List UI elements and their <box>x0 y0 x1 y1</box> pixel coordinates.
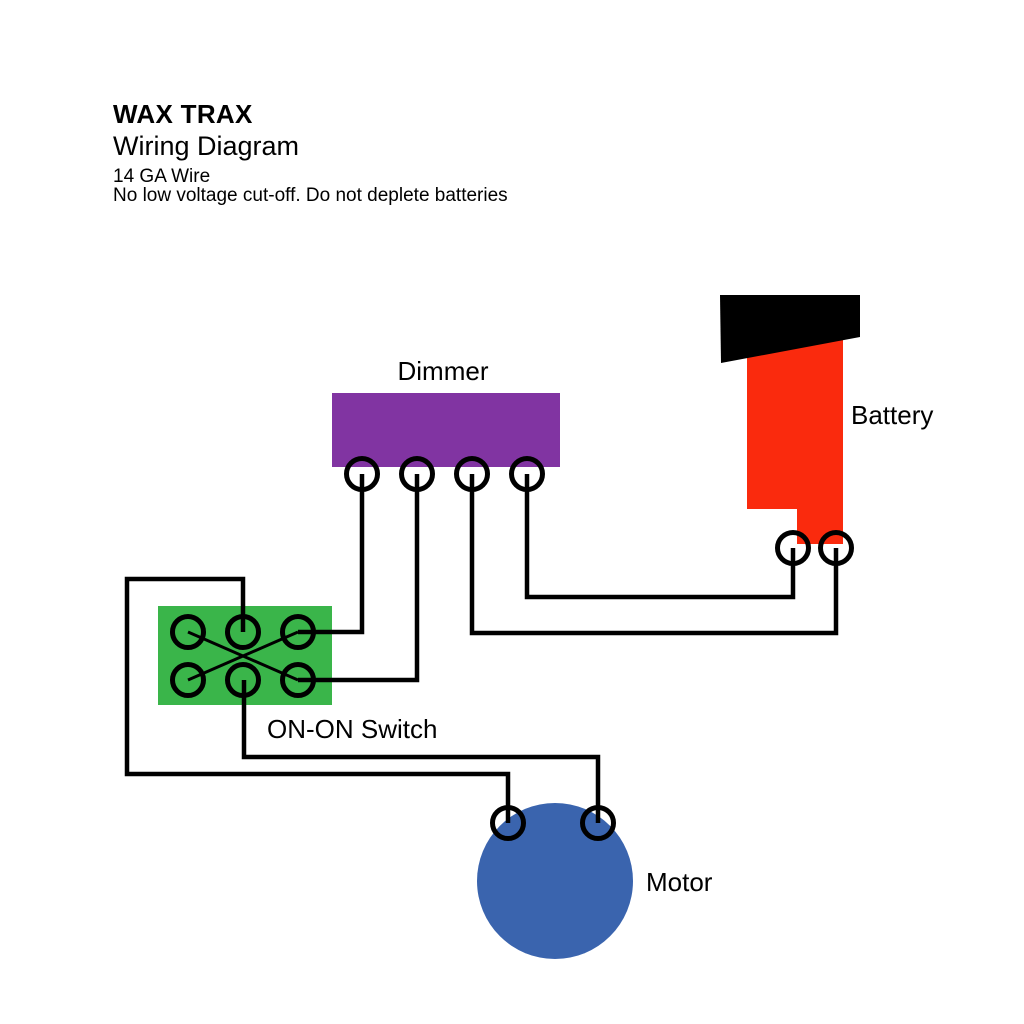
battery-terminal-left <box>775 530 811 566</box>
battery-label: Battery <box>851 400 933 430</box>
switch-terminal-bottom-right <box>280 662 316 698</box>
page-title: WAX TRAX <box>113 99 253 129</box>
switch-label: ON-ON Switch <box>267 714 437 744</box>
dimmer-terminal-2 <box>399 456 435 492</box>
switch-terminal-bottom-middle <box>225 662 261 698</box>
wire-switch-top-middle-to-motor-left <box>124 576 511 823</box>
header: WAX TRAX Wiring Diagram 14 GA Wire No lo… <box>113 100 508 205</box>
dimmer-terminal-1 <box>344 456 380 492</box>
switch-terminal-bottom-left <box>170 662 206 698</box>
wire-switch-bottom-middle-to-motor-right <box>241 680 601 823</box>
dimmer-terminal-3 <box>454 456 490 492</box>
motor-body <box>477 803 633 959</box>
wire-switch-bottom-right-to-dimmer-2 <box>298 474 420 683</box>
motor-terminal-right <box>580 805 616 841</box>
wire-gauge-note: 14 GA Wire <box>113 166 211 187</box>
dimmer-body <box>332 393 560 467</box>
warning-note: No low voltage cut-off. Do not deplete b… <box>113 185 508 206</box>
switch-terminal-top-left <box>170 614 206 650</box>
battery-body <box>747 334 843 544</box>
motor-label: Motor <box>646 867 713 897</box>
wire-switch-top-right-to-dimmer-1 <box>298 474 365 635</box>
battery-terminal-right <box>818 530 854 566</box>
switch-terminal-top-right <box>280 614 316 650</box>
dimmer-terminal-4 <box>509 456 545 492</box>
page-subtitle: Wiring Diagram <box>113 131 300 161</box>
switch-throw-line-2 <box>187 630 299 682</box>
switch-terminal-top-middle <box>225 614 261 650</box>
wire-dimmer-3-to-battery-right <box>469 474 839 636</box>
battery-cap <box>720 295 860 363</box>
wire-dimmer-4-to-battery-left <box>524 474 796 600</box>
motor-terminal-left <box>490 805 526 841</box>
dimmer-label: Dimmer <box>398 356 489 386</box>
